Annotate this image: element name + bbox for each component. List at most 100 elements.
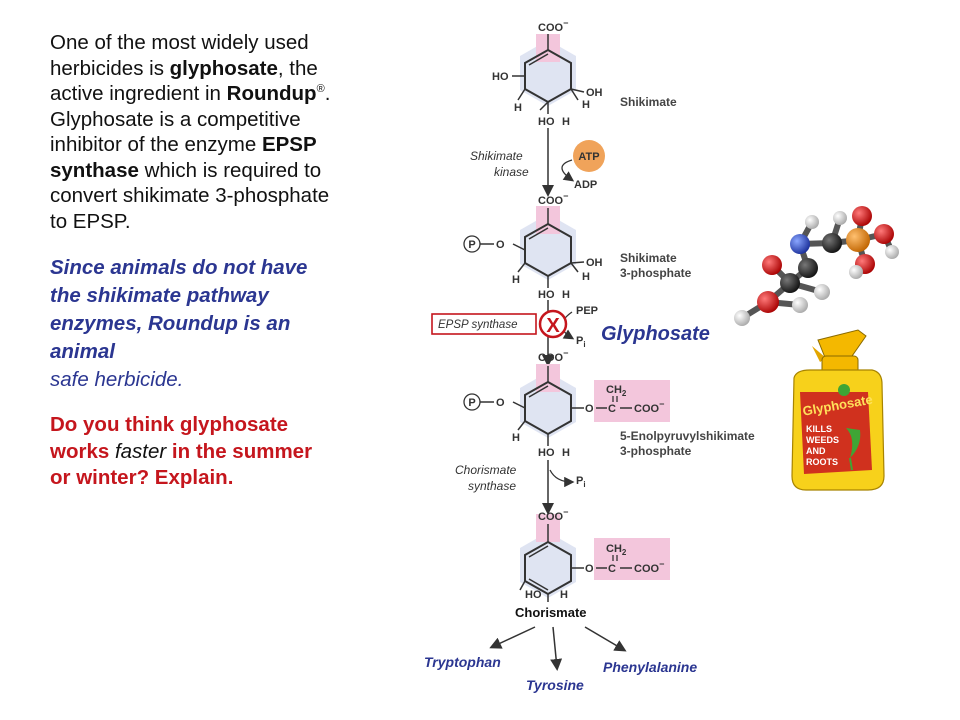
carboxylate-label: COO (538, 22, 564, 34)
question-text: in the summer or winter? Explain. (50, 439, 313, 490)
hydroxyl-label: OH (586, 257, 603, 269)
atp-badge (573, 140, 605, 172)
svg-text:COO−: COO− (634, 399, 664, 415)
hydrogen-label: H (582, 99, 590, 111)
registered-mark: ® (316, 83, 325, 96)
epsp-label: 3-phosphate (620, 444, 692, 458)
roundup-term: Roundup (226, 82, 317, 105)
question-text: Do you think glyphosate works (50, 413, 289, 463)
chorismate-synthase-label: Chorismate (455, 463, 517, 477)
svg-text:COO−: COO− (538, 18, 568, 34)
atp-label: ATP (578, 151, 599, 163)
animal-note: Since animals do not have the shikimate … (50, 254, 335, 394)
s3p-label: Shikimate (620, 251, 677, 265)
svg-text:Pi: Pi (576, 335, 586, 349)
hydroxyl-label: HO (538, 116, 555, 128)
oxygen-label: O (585, 403, 594, 415)
shikimate-3-phosphate-structure: P O COO− OH H H HO H (463, 191, 603, 301)
text-column: One of the most widely used herbicides i… (50, 30, 335, 492)
kinase-label: kinase (494, 165, 529, 179)
pi-release-curve (549, 469, 575, 488)
hydrogen-label: H (512, 274, 520, 286)
chorismate-structure: COO− O C COO− CH2 HO H (519, 507, 670, 602)
carboxylate-label: COO (634, 403, 660, 415)
svg-text:CH2: CH2 (606, 384, 627, 398)
chorismate-label: Chorismate (515, 605, 587, 620)
svg-text:COO−: COO− (538, 507, 568, 523)
oxygen-label: O (585, 563, 594, 575)
phenylalanine-arrow (584, 626, 627, 652)
shikimate-label: Shikimate (620, 95, 677, 109)
methylene-label: CH (606, 543, 622, 555)
oxygen-label: O (496, 397, 505, 409)
carboxylate-label: COO (634, 563, 660, 575)
svg-text:CH2: CH2 (606, 543, 627, 557)
kinase-label: Shikimate (470, 149, 523, 163)
tryptophan-arrow (489, 626, 536, 649)
methylene-subscript: 2 (622, 389, 627, 398)
bottle-claim-text: WEEDS (806, 435, 839, 445)
carbon-label: C (608, 403, 616, 415)
methylene-subscript: 2 (622, 548, 627, 557)
epsp-label: 5-Enolpyruvylshikimate (620, 429, 755, 443)
tryptophan-label: Tryptophan (424, 654, 501, 670)
svg-text:Pi: Pi (576, 475, 586, 489)
svg-text:COO−: COO− (538, 348, 568, 364)
bottle-claim-text: KILLS (806, 424, 832, 434)
animal-note-line: safe herbicide. (50, 368, 184, 391)
bottle-claim-text: ROOTS (806, 457, 838, 467)
phosphate-subscript: i (583, 340, 585, 349)
shikimate-structure: COO− HO OH H H HO H (492, 18, 603, 128)
animal-note-line: Since animals do not have the shikimate … (50, 256, 308, 363)
phosphate-inorganic-label: P (576, 475, 583, 487)
carbon-label: C (608, 563, 616, 575)
chorismate-synthase-label: synthase (468, 479, 516, 493)
carboxylate-label: COO (538, 352, 564, 364)
roundup-spray-bottle: Glyphosate KILLS WEEDS AND ROOTS (791, 329, 885, 491)
svg-text:COO−: COO− (538, 191, 568, 207)
glyphosate-term: glyphosate (169, 56, 278, 80)
phosphate-circle (463, 235, 481, 253)
phosphate-circle (463, 393, 481, 411)
hydroxyl-label: HO (538, 447, 555, 459)
question: Do you think glyphosate works faster in … (50, 412, 335, 492)
oxygen-label: O (496, 239, 505, 251)
inhibition-mark (538, 309, 568, 339)
hydroxyl-label: HO (492, 71, 509, 83)
carboxylate-label: COO (538, 195, 564, 207)
phosphate-inorganic-label: P (576, 335, 583, 347)
carboxylate-label: COO (538, 511, 564, 523)
tyrosine-label: Tyrosine (526, 677, 584, 693)
intro-text: which is required to convert shikimate 3… (50, 158, 330, 233)
hydrogen-label: H (562, 447, 570, 459)
phenylalanine-label: Phenylalanine (603, 659, 697, 675)
epsp-structure: P O COO− O C COO− CH2 H HO H (463, 348, 670, 459)
s3p-label: 3-phosphate (620, 266, 692, 280)
intro-text: , the active ingredient in (50, 56, 318, 106)
phosphate-subscript: i (583, 480, 585, 489)
hydrogen-label: H (582, 271, 590, 283)
inhibition-x: X (546, 315, 560, 337)
epsp-synthase-label: EPSP synthase (438, 319, 517, 331)
atp-adp-curve (561, 159, 575, 182)
epsp-synthase-term: EPSP synthase (50, 133, 317, 182)
hydrogen-label: H (562, 116, 570, 128)
methylene-label: CH (606, 384, 622, 396)
intro-paragraph: One of the most widely used herbicides i… (50, 30, 335, 234)
hydrogen-label: H (512, 432, 520, 444)
glyphosate-molecule-model (734, 206, 899, 326)
hydroxyl-label: HO (538, 289, 555, 301)
intro-text: . Glyphosate is a competitive inhibitor … (50, 82, 331, 156)
epsp-synthase-box (431, 313, 537, 335)
hydrogen-label: H (562, 289, 570, 301)
tyrosine-arrow (550, 626, 563, 671)
faster-word: faster (114, 439, 167, 463)
phosphate-label: P (468, 397, 475, 409)
bottle-claim-text: AND (806, 446, 826, 456)
intro-text: One of the most widely used herbicides i… (50, 31, 309, 80)
hydroxyl-label: HO (525, 589, 542, 601)
svg-text:COO−: COO− (634, 559, 664, 575)
pep-label: PEP (576, 305, 598, 317)
glyphosate-inhibitor-label: Glyphosate (601, 323, 710, 345)
hydrogen-label: H (560, 589, 568, 601)
